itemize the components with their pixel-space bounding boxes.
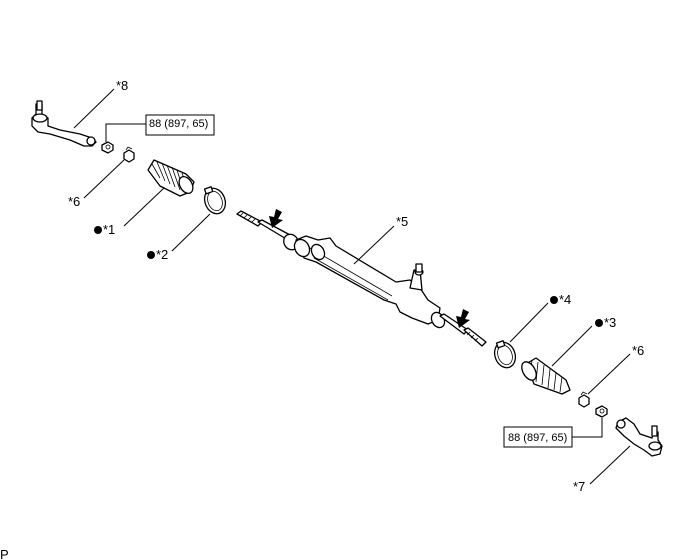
tie-rod-end-left (31, 100, 97, 147)
torque-box-lower: 88 (897, 65) (503, 426, 573, 448)
clip-lower (578, 391, 590, 408)
label-6-lower: *6 (632, 343, 644, 358)
new-part-bullet-3 (595, 319, 603, 327)
torque-text-upper: 88 (897, 65) (149, 118, 208, 130)
marker-arrow-right (456, 309, 470, 328)
label-5: *5 (396, 214, 408, 229)
label-6-upper: *6 (68, 194, 80, 209)
label-4: *4 (559, 292, 571, 307)
clip-upper (123, 146, 135, 163)
nut-lower (595, 405, 608, 418)
label-7: *7 (573, 479, 585, 494)
torque-box-upper: 88 (897, 65) (145, 114, 215, 136)
leader-lines (73, 88, 631, 485)
corner-code: P (0, 547, 9, 560)
label-2: *2 (156, 247, 168, 262)
tie-rod-end-right (615, 417, 663, 457)
torque-text-lower: 88 (897, 65) (508, 432, 567, 444)
new-part-bullet-4 (550, 296, 558, 304)
label-1: *1 (103, 222, 115, 237)
boot-clamp-left (203, 186, 227, 215)
label-3: *3 (604, 315, 616, 330)
nut-upper (101, 141, 114, 154)
boot-clamp-right (493, 340, 517, 369)
marker-arrow-left (269, 209, 283, 228)
new-part-bullet-2 (147, 251, 155, 259)
label-8: *8 (116, 78, 128, 93)
rack-boot-right (521, 357, 571, 395)
rack-boot-left (147, 159, 195, 197)
new-part-bullet-1 (94, 226, 102, 234)
steering-rack-assembly (236, 210, 487, 347)
